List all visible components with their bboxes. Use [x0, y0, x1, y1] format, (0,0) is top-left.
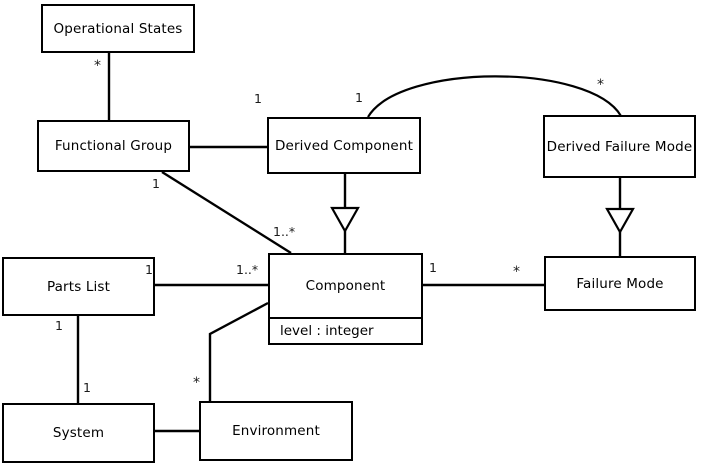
multiplicity-environment-component: * — [193, 375, 200, 391]
class-name-functional-group: Functional Group — [54, 138, 173, 154]
class-name-failure-mode: Failure Mode — [576, 275, 664, 292]
class-box-environment[interactable]: Environment — [199, 401, 353, 461]
multiplicity-derived-failure-mode-arc: * — [597, 77, 604, 93]
class-box-failure-mode[interactable]: Failure Mode — [544, 256, 696, 311]
class-name-derived-failure-mode: Derived Failure Mode — [546, 138, 693, 155]
multiplicity-parts-list-component: 1 — [145, 262, 153, 277]
generalization-triangle-derived-failure-mode — [605, 207, 635, 235]
multiplicity-system-parts-list: 1 — [83, 380, 91, 395]
class-attribute-component-level: level : integer — [270, 317, 421, 343]
class-box-derived-component[interactable]: Derived Component — [267, 117, 421, 174]
class-name-system: System — [52, 425, 105, 441]
multiplicity-derived-component-arc: 1 — [355, 90, 363, 105]
class-box-functional-group[interactable]: Functional Group — [37, 120, 190, 172]
class-box-component[interactable]: Component level : integer — [268, 253, 423, 345]
multiplicity-functional-group-derived-component: 1 — [254, 91, 262, 106]
connector-environment-component — [208, 301, 269, 401]
connector-functional-group-component — [161, 170, 292, 255]
generalization-triangle-derived-component — [330, 206, 360, 234]
class-name-environment: Environment — [232, 423, 320, 439]
multiplicity-failure-mode-component: * — [513, 264, 520, 280]
class-box-system[interactable]: System — [2, 403, 155, 463]
class-name-derived-component: Derived Component — [274, 137, 414, 154]
multiplicity-component-functional-group: 1..* — [273, 224, 296, 239]
class-box-parts-list[interactable]: Parts List — [2, 257, 155, 316]
class-name-component: Component — [305, 278, 386, 294]
multiplicity-component-parts-list: 1..* — [236, 262, 259, 277]
connector-derived-component-derived-failure-mode-arc — [367, 75, 622, 118]
multiplicity-functional-group-component: 1 — [152, 176, 160, 191]
class-box-derived-failure-mode[interactable]: Derived Failure Mode — [543, 115, 696, 178]
class-name-parts-list: Parts List — [46, 278, 111, 295]
class-name-operational-states: Operational States — [53, 20, 183, 37]
class-box-operational-states[interactable]: Operational States — [41, 4, 195, 53]
multiplicity-component-failure-mode: 1 — [429, 260, 437, 275]
multiplicity-operational-states-functional-group: * — [94, 58, 101, 74]
multiplicity-parts-list-system: 1 — [55, 318, 63, 333]
